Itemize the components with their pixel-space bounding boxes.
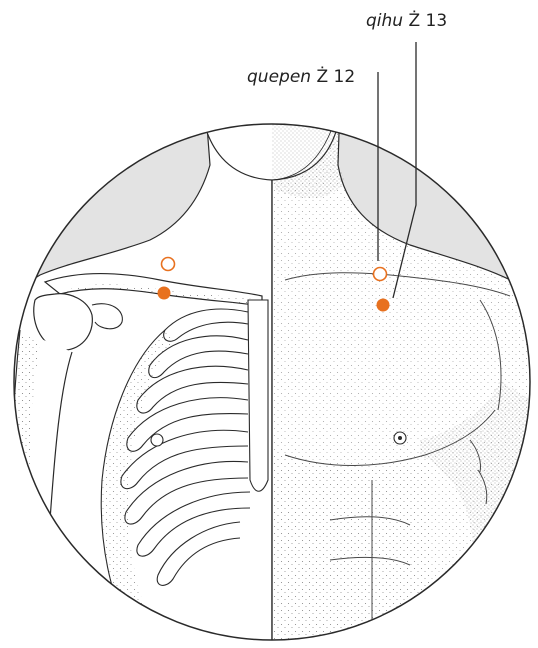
circular-vignette [0,100,538,648]
qihu-point-marker [377,299,390,312]
sternum [248,300,268,491]
quepen-point-left-marker [162,258,175,271]
qihu-point-left-marker [158,287,171,300]
quepen-point-marker [374,268,387,281]
